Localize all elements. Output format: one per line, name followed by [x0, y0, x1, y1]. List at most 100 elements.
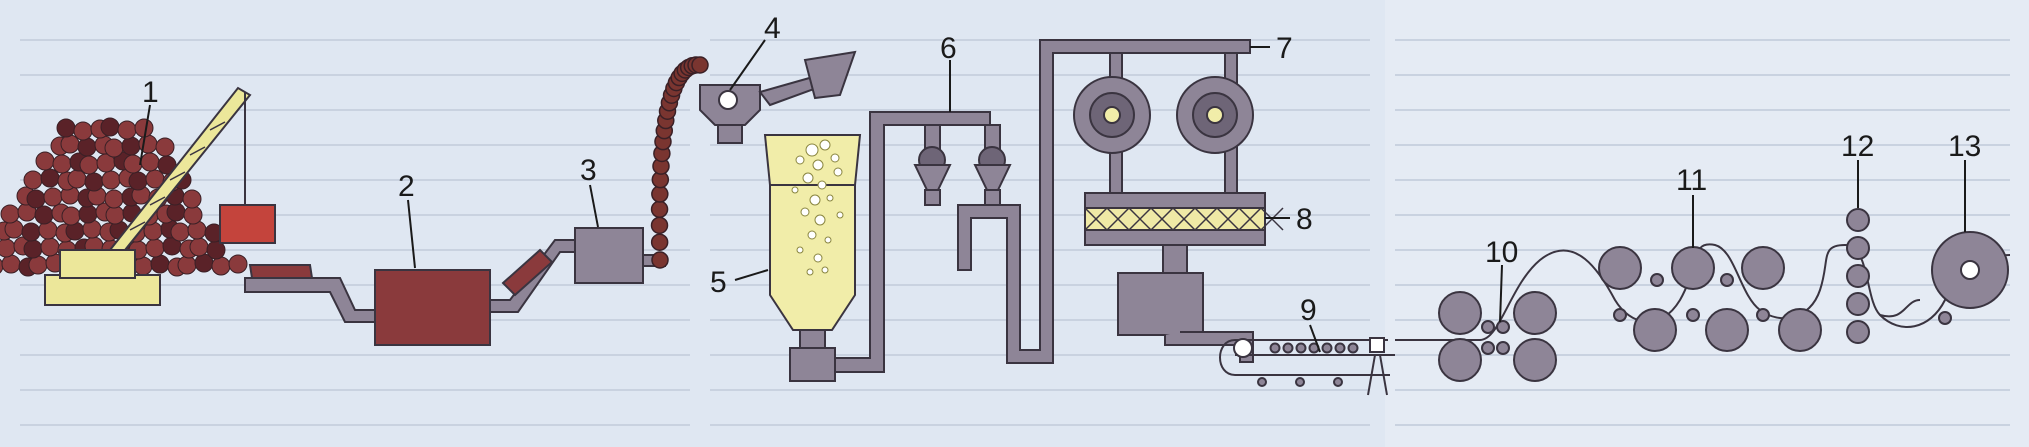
- pulp-bubble: [821, 266, 829, 274]
- press-belt-felt: [1084, 207, 1266, 231]
- press-roller-small-4: [1496, 341, 1510, 355]
- wood-chip: [23, 170, 43, 190]
- dryer-guide-4: [1686, 308, 1700, 322]
- leader-1: [139, 104, 151, 166]
- felt-hatch-line: [1172, 207, 1196, 231]
- wire-foil: [1321, 342, 1333, 354]
- felt-hatch-line: [1084, 207, 1108, 231]
- hopper-wheel: [718, 90, 738, 110]
- crane-load-box: [219, 204, 276, 244]
- wood-chip: [73, 121, 93, 141]
- leader-lines: [139, 39, 1966, 353]
- wood-chip: [34, 205, 54, 225]
- calender-roll-3: [1846, 264, 1870, 288]
- press-roller-small-1: [1481, 320, 1495, 334]
- wood-chip: [0, 204, 20, 224]
- wood-chip: [40, 237, 60, 257]
- dryer-bottom-2: [1705, 308, 1749, 352]
- press-roll-left-axle: [1103, 106, 1121, 124]
- wire-couch: [1369, 337, 1385, 353]
- dryer-guide-1: [1650, 273, 1664, 287]
- wood-chip: [77, 137, 97, 157]
- wood-chip: [155, 137, 175, 157]
- pulp-bubble: [833, 167, 843, 177]
- wood-chip: [35, 151, 55, 171]
- wood-chip: [67, 169, 87, 189]
- wood-chip: [121, 136, 141, 156]
- reel-guide-roll: [1938, 311, 1952, 325]
- dryer-guide-2: [1720, 273, 1734, 287]
- label-1: 1: [142, 76, 159, 109]
- chip-bin-body: [374, 269, 491, 346]
- wood-chip: [105, 205, 125, 225]
- refiner-cone-right: [973, 164, 1012, 191]
- callout-labels: 1 2 3 4 5 6 7 8 9 10 11 12 13: [142, 12, 1981, 327]
- pulp-bubble: [802, 172, 814, 184]
- felt-hatch-line: [1128, 207, 1152, 231]
- digester-outlet: [789, 347, 836, 382]
- label-7: 7: [1276, 32, 1293, 65]
- hopper-outlet: [717, 124, 743, 144]
- label-9: 9: [1300, 294, 1317, 327]
- paper-web-calender: [1879, 299, 1921, 318]
- dryer-bottom-3: [1778, 308, 1822, 352]
- label-10: 10: [1485, 236, 1518, 269]
- wood-chip: [1, 254, 21, 274]
- wood-chip: [104, 189, 124, 209]
- wood-chip: [100, 117, 120, 137]
- wire-foil: [1295, 342, 1307, 354]
- chain-chip: [650, 216, 669, 235]
- pipe-refiner-press: [957, 39, 1251, 364]
- felt-hatch-line: [1238, 207, 1262, 231]
- conveyor-1-2: [244, 264, 376, 323]
- paper-web-line: [1395, 243, 2011, 341]
- hopper-feed: [803, 50, 857, 100]
- label-3: 3: [580, 154, 597, 187]
- press-roller-bottom-right: [1513, 338, 1557, 382]
- refiner-cone-left: [913, 164, 952, 191]
- crane-boom: [107, 86, 252, 251]
- wood-chip: [43, 187, 63, 207]
- wire-breast-roll: [1233, 338, 1253, 358]
- label-2: 2: [398, 170, 415, 203]
- debarking-drum-icon: [574, 227, 666, 284]
- wood-chip: [228, 254, 248, 274]
- digester-bubbles: [791, 139, 844, 276]
- wood-chip: [56, 118, 76, 138]
- wire-suction-2: [1379, 354, 1388, 396]
- wire-loop-lines: [1235, 339, 1395, 376]
- dryer-top-2: [1671, 246, 1715, 290]
- wood-chip: [26, 189, 46, 209]
- label-8: 8: [1296, 203, 1313, 236]
- calender-roll-1: [1846, 208, 1870, 232]
- digester-neck: [799, 329, 826, 349]
- chain-chip: [651, 185, 669, 203]
- pulp-bubble: [826, 194, 834, 202]
- pulp-bubble: [796, 246, 804, 254]
- press-rollers-icon: [1438, 291, 1557, 382]
- conveyor-ramp-load: [501, 248, 554, 297]
- press-rolls-icon: [1073, 52, 1254, 194]
- pulp-bubble: [809, 194, 821, 206]
- calender-stack-icon: [1846, 208, 1952, 344]
- chain-chip: [650, 233, 669, 251]
- pulp-bubble: [812, 159, 824, 171]
- label-12: 12: [1841, 130, 1874, 163]
- debarking-drum-body: [574, 227, 644, 284]
- crane-base: [44, 274, 161, 306]
- dryer-bottom-1: [1633, 308, 1677, 352]
- label-4: 4: [764, 12, 781, 45]
- wire-section-icon: [1219, 337, 1395, 396]
- press-column: [1162, 244, 1188, 274]
- press-roller-small-2: [1496, 320, 1510, 334]
- chip-pile: [0, 117, 248, 277]
- label-5: 5: [710, 266, 727, 299]
- dryer-guide-3: [1613, 308, 1627, 322]
- press-roller-top-left: [1438, 291, 1482, 335]
- conveyor-2-3: [489, 239, 576, 313]
- wood-chip: [177, 255, 197, 275]
- wood-chip: [78, 204, 98, 224]
- leader-4: [729, 39, 766, 91]
